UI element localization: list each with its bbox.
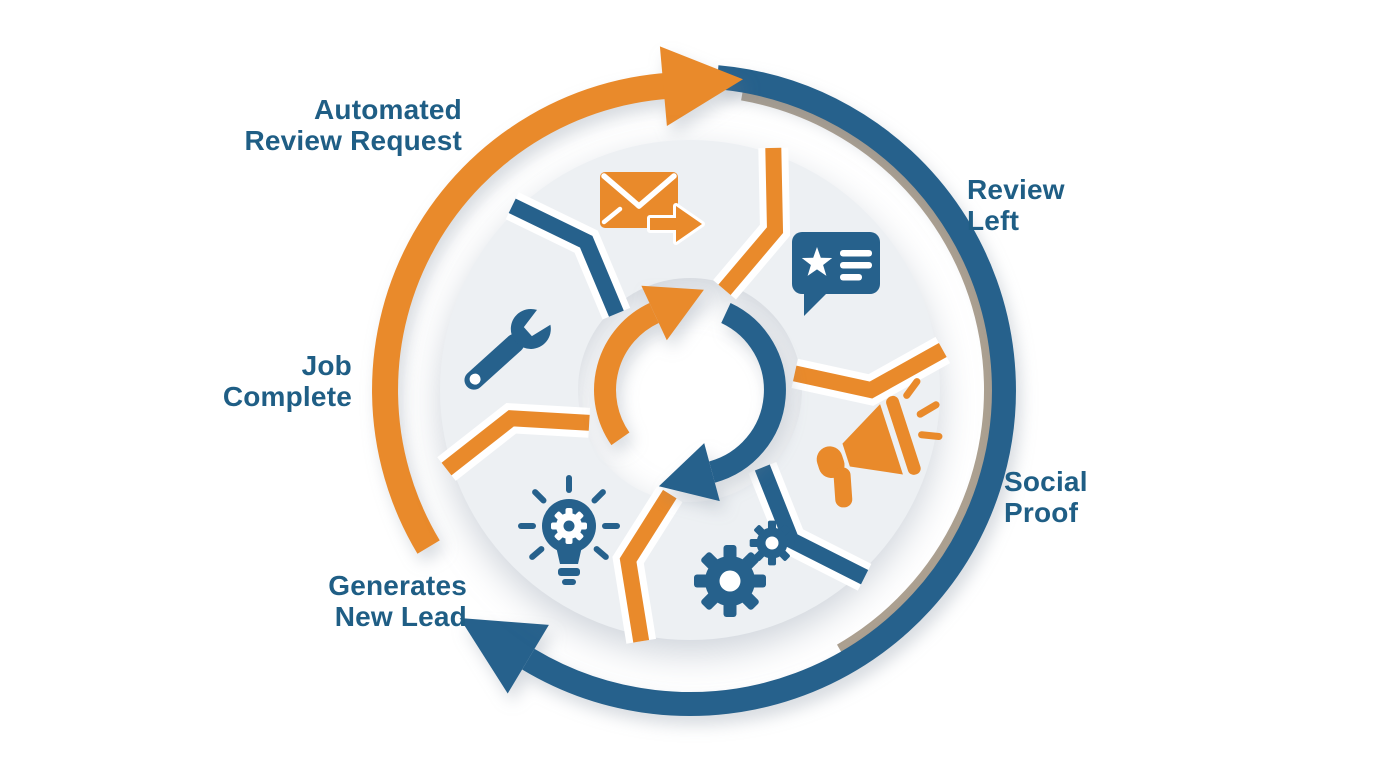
label-automated-review-request: Automated Review Request [244, 94, 462, 156]
label-line: Proof [1004, 497, 1079, 528]
wrench-handle [464, 333, 525, 390]
label-line: Generates [328, 570, 467, 601]
review-speech-bubble-icon [792, 232, 880, 316]
outer-orange-arc [372, 72, 691, 554]
gear-small [749, 520, 795, 566]
outer-blue-arrowhead [459, 618, 549, 694]
bubble-tail [804, 292, 828, 316]
star-icon [801, 247, 833, 276]
chevron-layer [437, 147, 951, 644]
bulb-base [558, 568, 580, 576]
label-line: Review Request [244, 125, 462, 156]
idea-rays [518, 475, 620, 560]
envelope-fold [601, 206, 623, 225]
label-review-left: Review Left [967, 174, 1065, 236]
email-send-icon [600, 172, 705, 245]
text-line [840, 274, 862, 281]
bulb-tip [562, 579, 576, 585]
inner-gear-icon [551, 508, 587, 544]
outer-blue-arrow [459, 65, 1016, 716]
wrench-head [510, 308, 551, 349]
label-line: Review [967, 174, 1065, 205]
outer-orange-arrowhead [659, 46, 743, 126]
label-line: Left [967, 205, 1020, 236]
envelope-flap [601, 173, 677, 209]
megaphone-rim [886, 395, 921, 475]
cycle-orange-arc [594, 303, 660, 446]
label-line: Job [301, 350, 352, 381]
text-line [840, 262, 872, 269]
cycle-arrows-icon [594, 285, 786, 502]
send-arrow [647, 203, 705, 245]
label-line: Social [1004, 466, 1088, 497]
megaphone-horn [842, 404, 903, 475]
chevron-arrow-orange [718, 147, 784, 295]
chevron-arrow-blue [508, 198, 624, 317]
cycle-blue-arrowhead [658, 443, 720, 502]
label-line: New Lead [334, 601, 467, 632]
outer-blue-arc [522, 65, 1016, 716]
text-line [840, 250, 872, 257]
chevron-arrow-orange [619, 489, 677, 643]
label-job-complete: Job Complete [223, 350, 352, 412]
label-line: Complete [222, 381, 352, 412]
sound-lines [903, 378, 943, 440]
label-generates-new-lead: Generates New Lead [328, 570, 467, 632]
cycle-blue-arc [708, 303, 786, 483]
lightbulb-idea-icon [518, 475, 620, 585]
megaphone-handle [833, 467, 853, 508]
cycle-orange-arrowhead [641, 285, 704, 341]
megaphone-icon [816, 378, 943, 508]
label-social-proof: Social Proof [1004, 466, 1088, 528]
chevron-arrow-orange [441, 410, 590, 476]
wrench-icon [464, 308, 551, 390]
chevron-arrow-orange [792, 343, 947, 399]
label-line: Automated [313, 94, 462, 125]
wrench-hole [469, 373, 481, 385]
bulb-neck [555, 542, 583, 564]
outer-orange-arrow [372, 46, 743, 554]
